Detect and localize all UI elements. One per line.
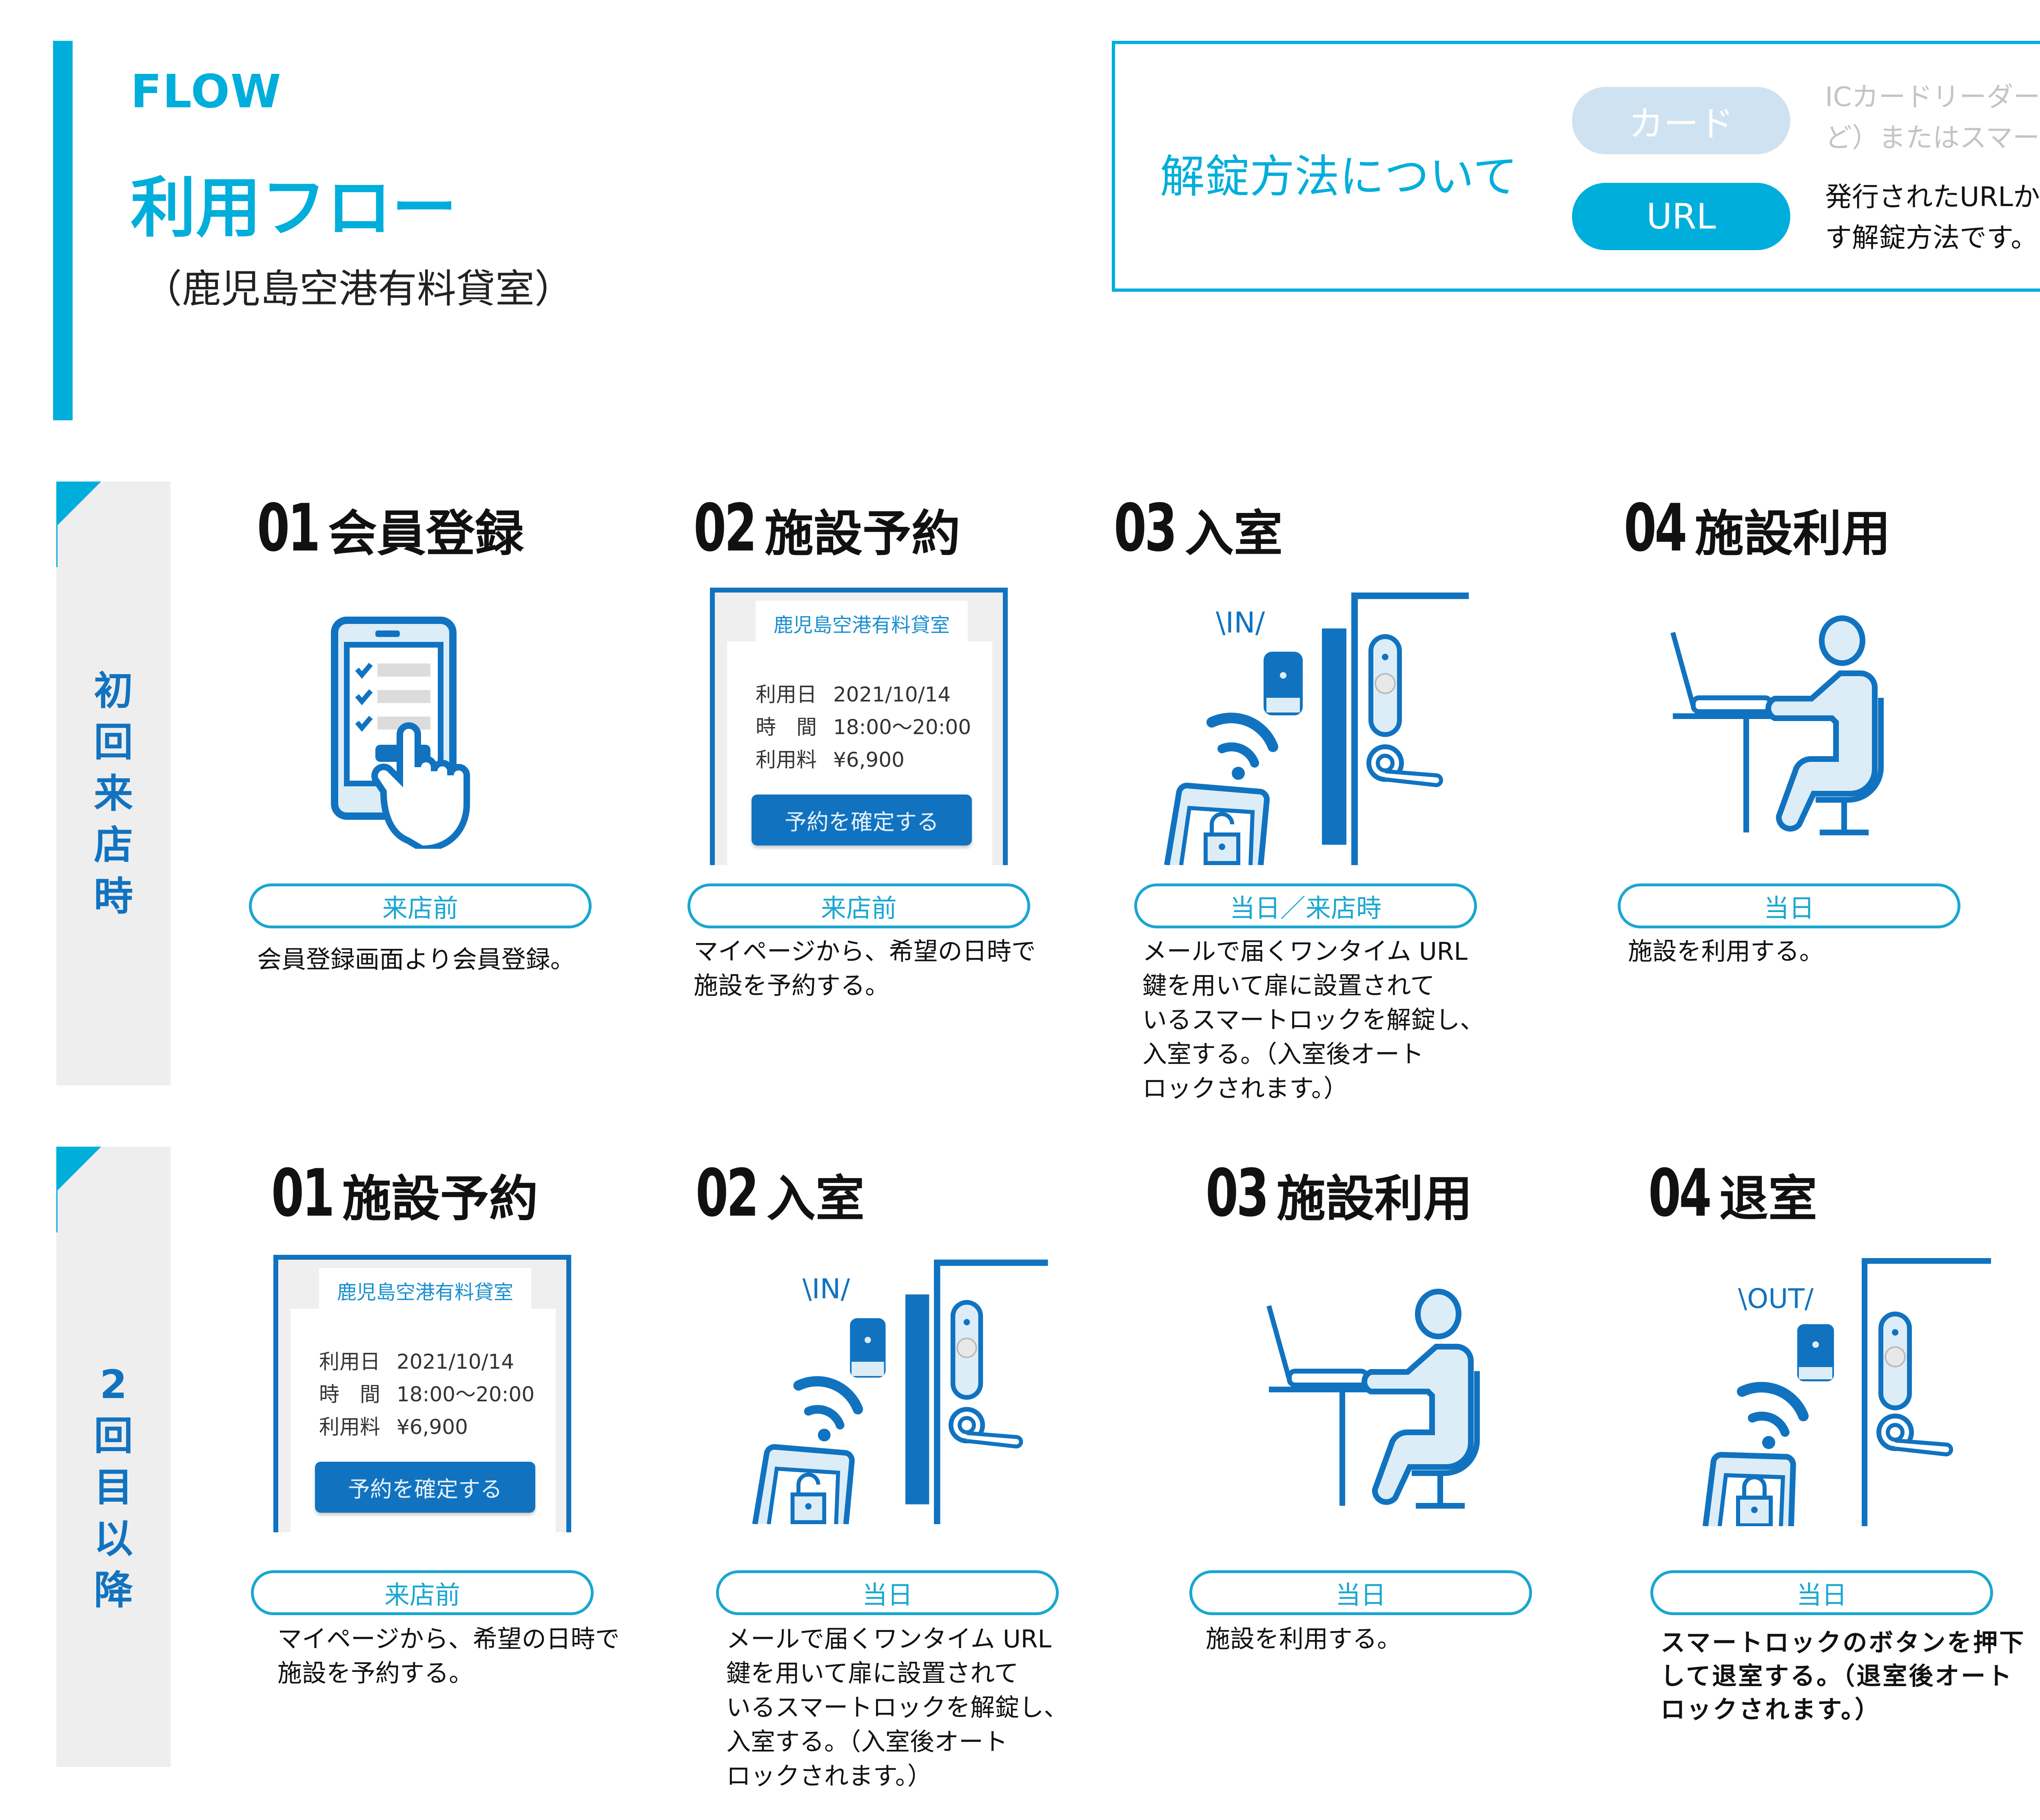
reservation-row-date: 利用日 2021/10/14 (756, 678, 951, 708)
step-description: スマートロックのボタンを押下 して退室する。（退室後オート ロックされます。） (1661, 1629, 2026, 1724)
step-title: 施設利用 (1276, 1171, 1472, 1227)
smartlock-in-icon: \IN/ (1164, 593, 1469, 865)
row-key: 利用日 (319, 1350, 380, 1374)
row-key: 時 間 (756, 715, 817, 739)
in-label: \IN/ (803, 1273, 850, 1305)
in-label: \IN/ (1216, 606, 1265, 639)
section-label-text: 初 回 来 店 時 (94, 668, 133, 919)
step-description: メールで届くワンタイム URL 鍵を用いて扉に設置されて いるスマートロックを解… (726, 1625, 1069, 1791)
person-at-desk-icon (1670, 615, 1884, 835)
url-method-pill: URL (1572, 183, 1790, 250)
step-number: 02 (694, 490, 757, 566)
reservation-row-fee: 利用料 ¥6,900 (756, 744, 905, 773)
person-at-desk-icon (1266, 1289, 1480, 1509)
card-method-pill: カード (1572, 87, 1790, 154)
corner-line (56, 482, 58, 567)
step-heading: 01 施設予約 (271, 1155, 538, 1231)
timing-badge: 来店前 (249, 883, 592, 928)
page-title: 利用フロー (131, 170, 457, 246)
step-title: 入室 (1184, 506, 1283, 562)
step-description: 施設を利用する。 (1628, 937, 1824, 966)
card-method-description: ICカードリーダーに対応するカード（交通系ICカードなど）またはスマートフォンが… (1825, 81, 2040, 153)
row-key: 利用日 (756, 683, 817, 706)
row-value: ¥6,900 (397, 1415, 468, 1439)
step-heading: 01 会員登録 (257, 490, 524, 566)
step-description: メールで届くワンタイム URL 鍵を用いて扉に設置されて いるスマートロックを解… (1142, 937, 1485, 1103)
section-first-visit-label: 初 回 来 店 時 (56, 482, 171, 1085)
reservation-row-fee: 利用料 ¥6,900 (319, 1411, 468, 1440)
corner-triangle-icon (56, 1147, 101, 1192)
step-description: マイページから、希望の日時で 施設を予約する。 (694, 937, 1036, 1000)
timing-badge: 当日 (716, 1570, 1059, 1615)
step-title: 退室 (1719, 1171, 1817, 1227)
step-heading: 02 施設予約 (694, 490, 960, 566)
unlock-methods-title: 解錠方法について (1160, 151, 1518, 203)
step-number: 01 (257, 490, 320, 566)
step-title: 施設予約 (764, 506, 960, 562)
row-value: ¥6,900 (833, 748, 905, 772)
out-label: \OUT/ (1738, 1283, 1814, 1314)
step-heading: 04 施設利用 (1624, 490, 1891, 566)
timing-badge: 来店前 (251, 1570, 594, 1615)
step-number: 02 (696, 1155, 759, 1231)
reservation-row-time: 時 間 18:00〜20:00 (319, 1378, 534, 1407)
row-key: 時 間 (319, 1383, 380, 1406)
row-value: 18:00〜20:00 (397, 1383, 535, 1406)
confirm-reservation-button: 予約を確定する (315, 1462, 535, 1513)
step-heading: 04 退室 (1648, 1155, 1817, 1231)
phone-checklist-tap-icon (331, 617, 470, 849)
corner-triangle-icon (56, 482, 101, 526)
step-heading: 03 施設利用 (1206, 1155, 1472, 1231)
reservation-row-date: 利用日 2021/10/14 (319, 1345, 514, 1375)
row-value: 18:00〜20:00 (833, 715, 971, 739)
step-description: 会員登録画面より会員登録。 (257, 946, 575, 974)
step-title: 施設利用 (1694, 506, 1891, 562)
step-title: 施設予約 (342, 1171, 538, 1227)
unlock-methods-panel: 解錠方法について カード ICカードリーダーに対応するカード（交通系ICカードな… (1112, 41, 2040, 292)
header-accent-bar (53, 41, 73, 420)
smartlock-out-icon: \OUT/ (1703, 1258, 1991, 1526)
step-number: 04 (1624, 490, 1687, 566)
section-label-text: 2 回 目 以 降 (94, 1362, 133, 1613)
row-value: 2021/10/14 (397, 1350, 514, 1374)
flow-label: FLOW (131, 65, 282, 118)
row-key: 利用料 (319, 1415, 380, 1439)
step-number: 03 (1206, 1155, 1269, 1231)
step-number: 03 (1114, 490, 1177, 566)
page-subtitle: （鹿児島空港有料貸室） (143, 266, 574, 312)
corner-line (56, 1147, 58, 1232)
step-title: 会員登録 (328, 506, 524, 562)
step-number: 01 (271, 1155, 335, 1231)
url-method-description: 発行されたURLから専用画面にアクセスしてボタンを押す解錠方法です。 (1825, 181, 2040, 253)
row-value: 2021/10/14 (833, 683, 951, 706)
step-description: 施設を利用する。 (1206, 1625, 1401, 1654)
timing-badge: 来店前 (687, 883, 1030, 928)
step-heading: 03 入室 (1114, 490, 1283, 566)
reservation-row-time: 時 間 18:00〜20:00 (756, 711, 971, 740)
step-heading: 02 入室 (696, 1155, 865, 1231)
section-repeat-visit-label: 2 回 目 以 降 (56, 1147, 171, 1767)
step-title: 入室 (766, 1171, 865, 1227)
timing-badge: 当日 (1189, 1570, 1532, 1615)
confirm-reservation-button: 予約を確定する (752, 795, 972, 846)
timing-badge: 当日 (1618, 883, 1960, 928)
timing-badge: 当日 (1650, 1570, 1993, 1615)
timing-badge: 当日／来店時 (1134, 883, 1477, 928)
smartlock-in-icon: \IN/ (752, 1259, 1048, 1524)
step-description: マイページから、希望の日時で 施設を予約する。 (277, 1625, 620, 1688)
step-number: 04 (1648, 1155, 1712, 1231)
row-key: 利用料 (756, 748, 817, 772)
